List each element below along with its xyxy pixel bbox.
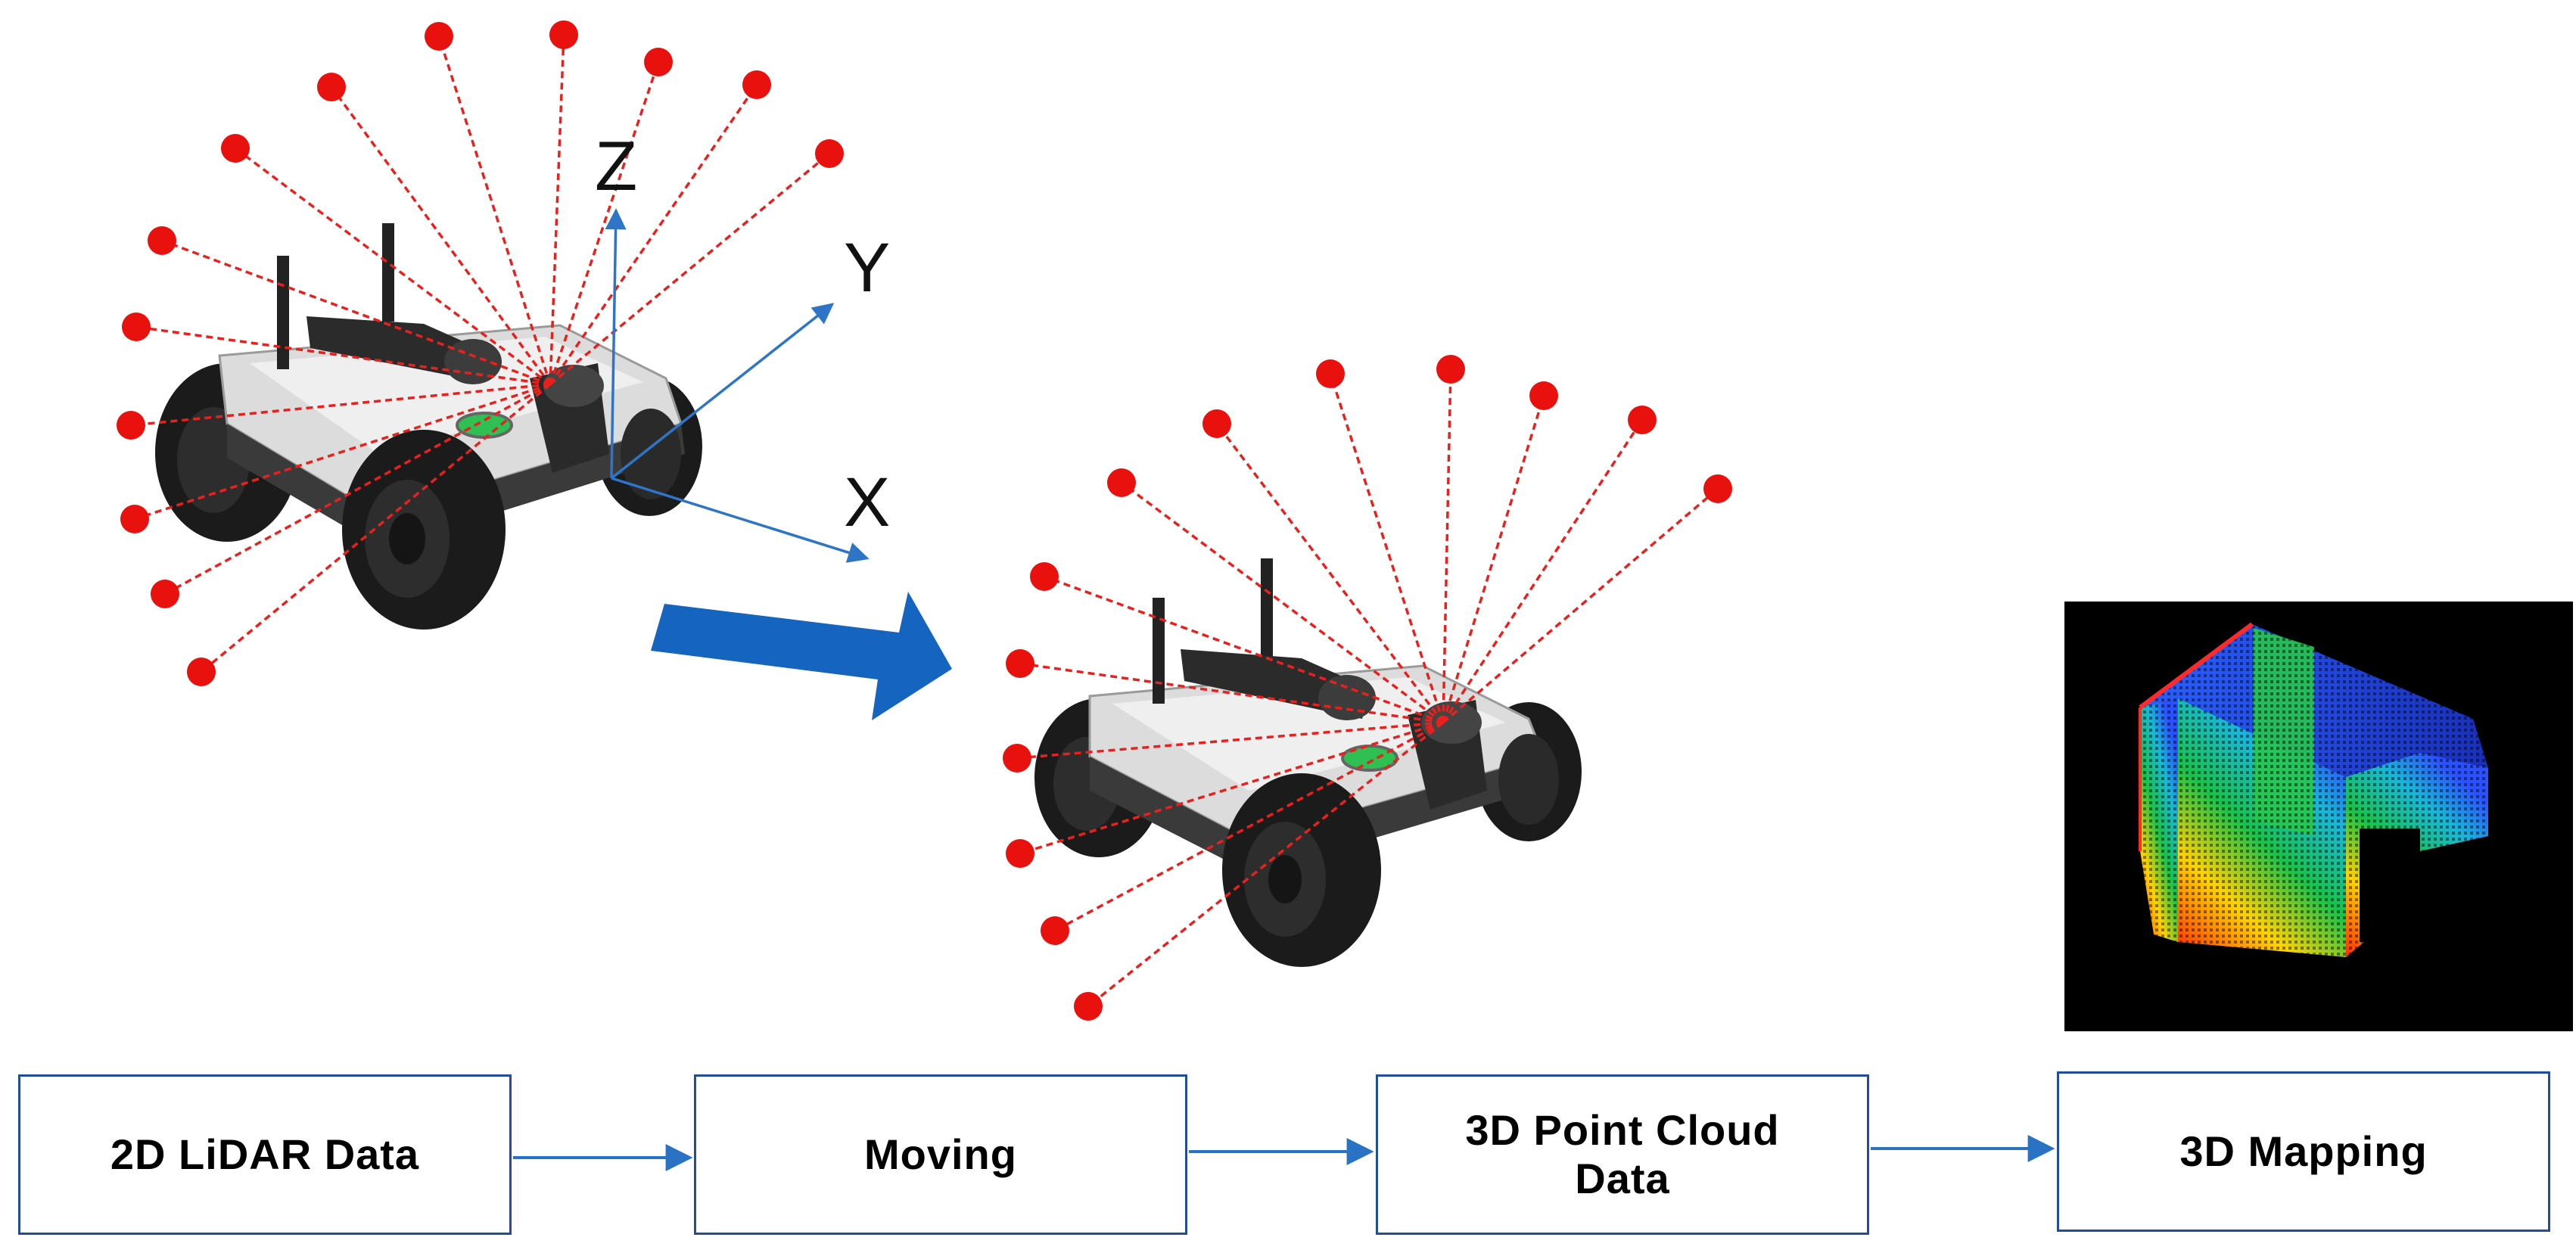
- flow-box-3d-point-cloud-data: 3D Point Cloud Data: [1376, 1074, 1869, 1235]
- ugv-robot-icon: [155, 223, 702, 630]
- flow-box-label: Moving: [864, 1130, 1017, 1178]
- flow-box-moving: Moving: [694, 1074, 1187, 1235]
- flow-box-label: 2D LiDAR Data: [110, 1130, 420, 1178]
- ugv-robot-icon: [1034, 558, 1582, 967]
- lidar-rays-2: [1016, 368, 1719, 1008]
- robot-2: [1003, 355, 1732, 1021]
- coordinate-axes: [605, 208, 870, 563]
- lidar-points-1: [117, 20, 844, 686]
- flow-arrows: [513, 1135, 2055, 1171]
- robot-1: [117, 20, 870, 686]
- block-arrow-icon: [651, 592, 952, 720]
- flow-box-label: 3D Point Cloud Data: [1465, 1106, 1780, 1202]
- z-axis: [605, 208, 627, 479]
- flow-box-label: 3D Mapping: [2179, 1127, 2428, 1175]
- x-axis: [611, 477, 870, 563]
- lidar-points-2: [1003, 355, 1732, 1021]
- point-cloud-map-icon: [2064, 602, 2573, 1031]
- flow-box-2d-lidar-data: 2D LiDAR Data: [18, 1074, 512, 1235]
- z-axis-label: Z: [595, 128, 638, 205]
- x-axis-label: X: [844, 464, 891, 541]
- y-axis: [610, 303, 835, 480]
- flow-box-3d-mapping: 3D Mapping: [2057, 1071, 2550, 1232]
- lidar-rays-1: [130, 34, 831, 673]
- y-axis-label: Y: [844, 229, 891, 306]
